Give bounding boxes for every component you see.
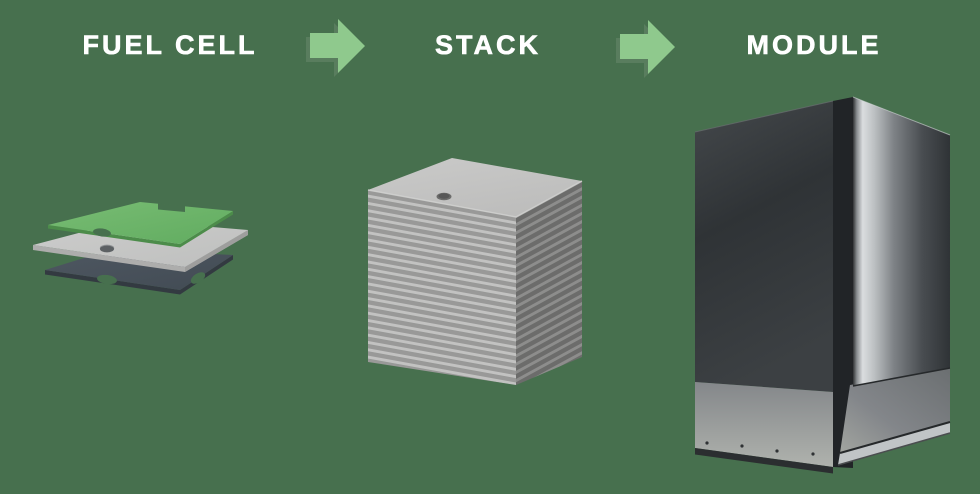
arrow-body <box>310 19 365 73</box>
stacked-plates-cube <box>367 158 583 385</box>
stack-top-face <box>368 158 582 217</box>
module-front-face <box>695 101 833 392</box>
fuel-cell-flow-plate-green <box>48 202 233 248</box>
stack-graphic <box>367 158 583 385</box>
module-enclosure-cabinet <box>694 96 951 474</box>
module-lower-side-panel <box>840 368 950 453</box>
arrow-right-icon <box>616 20 675 78</box>
step-label-stack: STACK <box>435 30 541 61</box>
step-label-fuel-cell: FUEL CELL <box>82 30 258 61</box>
module-door-gap <box>833 97 853 468</box>
step-label-module: MODULE <box>746 30 882 61</box>
fuel-cell-graphic <box>33 202 248 295</box>
module-left-plinth <box>695 448 833 474</box>
module-base-screws <box>705 441 815 456</box>
arrow-body <box>620 20 675 74</box>
module-base-panel <box>695 382 833 467</box>
module-right-plinth <box>838 422 950 465</box>
module-door-panel <box>853 97 950 386</box>
stack-front-face <box>368 190 516 385</box>
module-graphic <box>694 96 951 474</box>
stack-side-face <box>516 181 582 385</box>
arrow-right-icon <box>306 19 365 77</box>
